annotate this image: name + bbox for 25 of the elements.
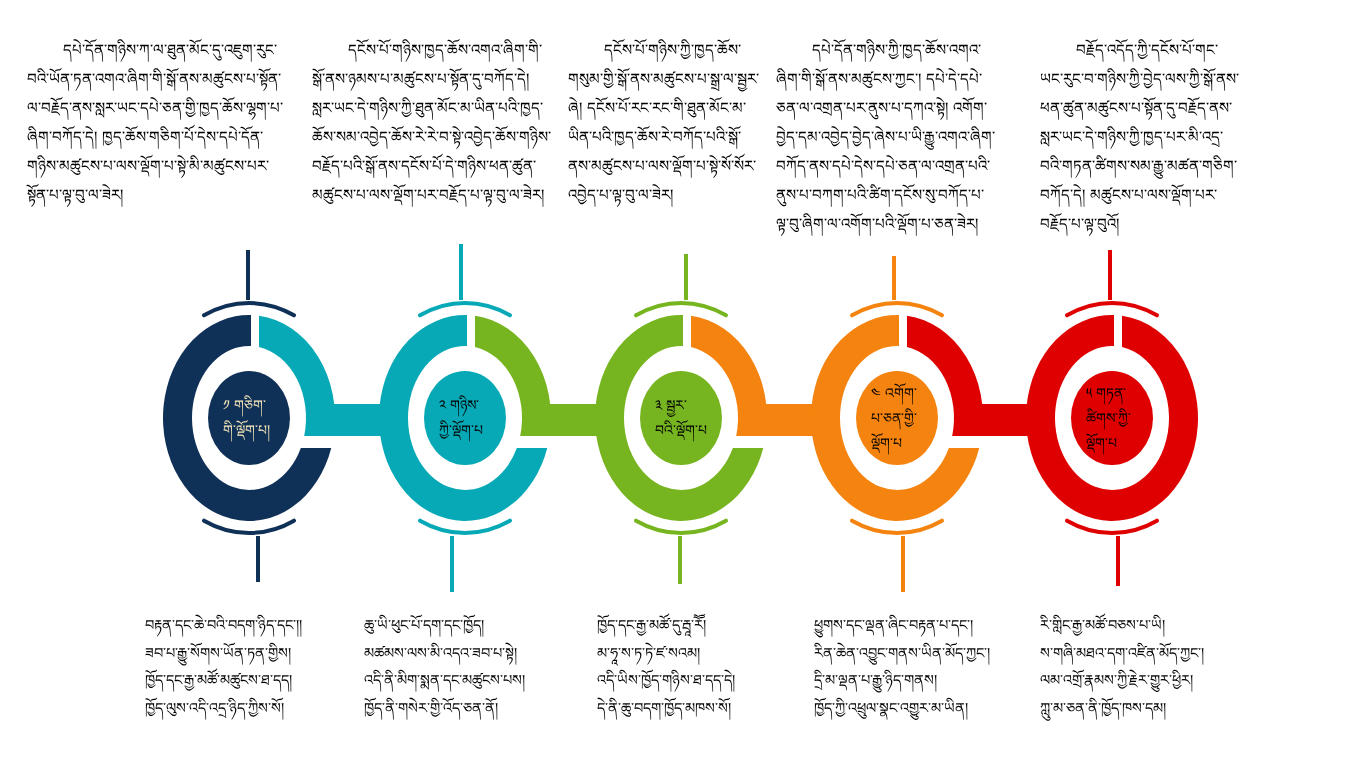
verse: ཕྱུགས་དང་ལྡན་ཞིང་བརྟན་པ་དང་། རིན་ཆེན་འབྱུང་གནས་ཡིན་མོད་ཀྱང་། དྲི་མ་ལྡན་པ་རྒྱུ་ཉིད་གནས། ཁྱོད་ཀྱི་འཕྲུལ་སྣང་འགྱུར་མ་ཡིན། <box>814 612 990 722</box>
paragraph: དཔེ་དོན་གཉིས་ཀ་ལ་ཐུན་མོང་དུ་འཇུག་རུང་བའི་ཡོན་ཏན་འགའ་ཞིག་གི་སྒོ་ནས་མཚུངས་པ་སྟོན་ལ་བརྗོད་ནས་སླར་ཡང་དཔེ་ཅན་གྱི་ཁྱད་ཆོས་ལྷག་པ་ཞིག་བཀོད་དེ། ཁྱད་ཆོས་གཅིག་པོ་དེས་དཔེ་དོན་གཉིས་མཚུངས་པ་ལས་ལྡོག་པ་སྟེ་མི་མཚུངས་པར་སྟོན་པ་ལྟ་བུ་ལ་ཟེར། <box>27 36 289 210</box>
leader-line <box>684 254 688 300</box>
leader-line <box>1108 250 1112 300</box>
step-circle: ༣ སྦྱར་བའི་ལྡོག་པ <box>640 371 722 465</box>
step-circle: ༢ གཉིས་ཀྱི་ལྡོག་པ <box>424 371 506 465</box>
paragraph: དངོས་པོ་གཉིས་ཁྱད་ཆོས་འགའ་ཞིག་གི་སྒོ་ནས་ཉམས་པ་མཚུངས་པ་སྟོན་དུ་བཀོད་དེ། སླར་ཡང་དེ་གཉིས་ཀྱི་ཐུན་མོང་མ་ཡིན་པའི་ཁྱད་ཆོས་སམ་འབྱེད་ཆོས་རེ་རེ་བ་སྟེ་འབྱེད་ཆོས་གཉིས་བརྗོད་པའི་སྒོ་ནས་དངོས་པོ་དེ་གཉིས་ཕན་ཚུན་མཚུངས་པ་ལས་ལྡོག་པར་བརྗོད་པ་ལྟ་བུ་ལ་ཟེར། <box>312 36 554 210</box>
leader-line <box>256 536 260 582</box>
leader-line <box>901 536 905 592</box>
leader-line <box>1116 536 1120 586</box>
leader-line <box>892 256 896 300</box>
ring <box>1026 300 1198 536</box>
verse: ཆུ་ཡི་ཕུང་པོ་དག་དང་ཁྱོད། མཚམས་ལས་མི་འདའ་ཟབ་པ་སྟེ། འདི་ནི་མིག་སྨན་དང་མཚུངས་པས། ཁྱོད་ནི་གསེར་གྱི་འོད་ཅན་ནོ། <box>364 612 525 722</box>
leader-line <box>459 244 463 300</box>
paragraph: དཔེ་དོན་གཉིས་ཀྱི་ཁྱད་ཆོས་འགའ་ཞིག་གི་སྒོ་ནས་མཚུངས་ཀྱང་། དཔེ་དེ་དཔེ་ཅན་ལ་འགྲན་པར་ནུས་པ་དཀའ་སྟེ། འགོག་བྱེད་དམ་འབྱེད་བྱེད་ཞེས་པ་ཡི་རྒྱུ་འགའ་ཞིག་བཀོད་ནས་དཔེ་དེས་དཔེ་ཅན་ལ་འགྲན་པའི་ནུས་པ་བཀག་པའི་ཚིག་དངོས་སུ་བཀོད་པ་ལྟ་བུ་ཞིག་ལ་འགོག་པའི་ལྡོག་པ་ཅན་ཟེར། <box>776 36 996 239</box>
leader-line <box>678 536 682 584</box>
leader-line <box>450 536 454 592</box>
verse: རི་གླིང་རྒྱ་མཚོ་བཅས་པ་ཡི། ས་གཞི་མཐའ་དག་འཛིན་མོད་ཀྱང་། ལམ་འགྲོ་རྣམས་ཀྱི་རྗེར་གྱུར་ཕྱིར། ཀླུ་མ་ཅན་ནི་ཁྱོད་ཁས་དམ། <box>1040 612 1204 722</box>
paragraph: བརྗོད་འདོད་ཀྱི་དངོས་པོ་གང་ཡང་རུང་བ་གཉིས་ཀྱི་བྱེད་ལས་ཀྱི་སྒོ་ནས་ཕན་ཚུན་མཚུངས་པ་སྟོན་དུ་བརྗོད་ནས་སླར་ཡང་དེ་གཉིས་ཀྱི་ཁྱད་པར་མི་འདྲ་བའི་གཏན་ཚིགས་སམ་རྒྱུ་མཚན་གཅིག་བཀོད་དེ། མཚུངས་པ་ལས་ལྡོག་པར་བརྗོད་པ་ལྟ་བུའོ། <box>1040 36 1240 239</box>
step-circle: ༤ འགོག་པ་ཅན་གྱི་ལྡོག་པ <box>856 371 938 465</box>
step-circle: ༡ གཅིག་གི་ལྡོག་པ། <box>208 371 290 465</box>
step-circle: ༥ གཏན་ཚིགས་ཀྱི་ལྡོག་པ <box>1071 371 1153 465</box>
paragraph: དངོས་པོ་གཉིས་ཀྱི་ཁྱད་ཆོས་གསུམ་གྱི་སྒོ་ནས་མཚུངས་པ་སྒྲ་ལ་སྦྱར་ཞེ། དངོས་པོ་རང་རང་གི་ཐུན་མོང་མ་ཡིན་པའི་ཁྱད་ཆོས་རེ་བཀོད་པའི་སྒོ་ནས་མཚུངས་པ་ལས་ལྡོག་པ་སྟེ་སོ་སོར་འབྱེད་པ་ལྟ་བུ་ལ་ཟེར། <box>568 36 760 210</box>
verse: བརྟན་དང་ཆེ་བའི་བདག་ཉིད་དང་།། ཟབ་པ་རྒྱུ་སོགས་ཡོན་ཏན་གྱིས། ཁྱོད་དང་རྒྱ་མཚོ་མཚུངས་ཐ་དད། ཁྱོད་ལུས་འདི་འདྲ་ཉིད་ཀྱིས་སོ། <box>145 612 302 722</box>
leader-line <box>246 250 250 300</box>
